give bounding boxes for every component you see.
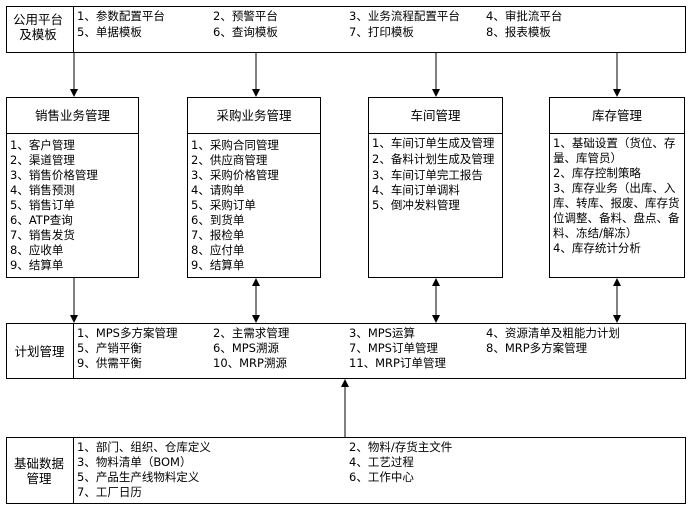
- list-item: 2、备料计划生成及管理: [372, 152, 495, 166]
- base-data-label: 基础数据管理: [13, 456, 64, 486]
- common-platform-label: 公用平台及模板: [12, 12, 63, 42]
- sales-module-divider: [6, 133, 139, 134]
- list-item: 3、销售价格管理: [10, 168, 98, 182]
- base-item-7: 7、工厂日历: [77, 485, 142, 499]
- base-data-divider: [73, 437, 74, 504]
- list-item: 1、客户管理: [10, 138, 75, 152]
- plan-item-11: 11、MRP订单管理: [349, 356, 446, 370]
- list-item: 3、采购价格管理: [191, 168, 279, 182]
- list-item: 3、车间订单完工报告: [372, 168, 483, 182]
- purchase-module-list: 1、采购合同管理 2、供应商管理 3、采购价格管理 4、请购单 5、采购订单 6…: [191, 138, 319, 273]
- workshop-module-divider: [368, 133, 503, 134]
- list-item: 9、结算单: [191, 258, 245, 272]
- common-item-4: 4、审批流平台: [486, 9, 563, 23]
- list-item: 2、库存控制策略: [553, 166, 641, 180]
- list-item: 4、销售预测: [10, 183, 75, 197]
- plan-item-1: 1、MPS多方案管理: [77, 326, 178, 340]
- workshop-module-title: 车间管理: [410, 108, 461, 123]
- common-item-3: 3、业务流程配置平台: [349, 9, 460, 23]
- plan-item-5: 5、产销平衡: [77, 341, 142, 355]
- base-item-3: 3、物料清单（BOM）: [77, 455, 192, 469]
- workshop-module-list: 1、车间订单生成及管理 2、备料计划生成及管理 3、车间订单完工报告 4、车间订…: [372, 136, 500, 213]
- list-item: 6、ATP查询: [10, 213, 73, 227]
- base-data-box: [6, 437, 686, 504]
- common-item-5: 5、单据模板: [77, 25, 142, 39]
- list-item: 1、采购合同管理: [191, 138, 279, 152]
- list-item: 4、车间订单调料: [372, 183, 460, 197]
- inventory-module-list: 1、基础设置（货位、存量、库管员） 2、库存控制策略 3、库存业务（出库、入库、…: [553, 136, 683, 256]
- list-item: 9、结算单: [10, 258, 64, 272]
- list-item: 2、渠道管理: [10, 153, 75, 167]
- inventory-module-divider: [549, 133, 685, 134]
- base-item-1: 1、部门、组织、仓库定义: [77, 440, 211, 454]
- common-item-6: 6、查询模板: [213, 25, 278, 39]
- list-item: 8、应付单: [191, 243, 245, 257]
- plan-item-6: 6、MPS溯源: [213, 341, 279, 355]
- common-item-7: 7、打印模板: [349, 25, 414, 39]
- list-item: 5、销售订单: [10, 198, 75, 212]
- plan-item-3: 3、MPS运算: [349, 326, 415, 340]
- list-item: 1、基础设置（货位、存量、库管员）: [553, 136, 676, 165]
- base-item-6: 6、工作中心: [349, 470, 414, 484]
- plan-divider: [73, 323, 74, 379]
- common-item-2: 2、预警平台: [213, 9, 278, 23]
- plan-item-9: 9、供需平衡: [77, 356, 142, 370]
- common-platform-divider: [73, 6, 74, 53]
- list-item: 5、采购订单: [191, 198, 256, 212]
- purchase-module-divider: [187, 133, 321, 134]
- base-item-2: 2、物料/存货主文件: [349, 440, 453, 454]
- list-item: 7、报检单: [191, 228, 245, 242]
- plan-item-2: 2、主需求管理: [213, 326, 290, 340]
- list-item: 5、倒冲发料管理: [372, 198, 460, 212]
- sales-module-list: 1、客户管理 2、渠道管理 3、销售价格管理 4、销售预测 5、销售订单 6、A…: [10, 138, 137, 273]
- workshop-module-box: [368, 97, 503, 278]
- list-item: 3、库存业务（出库、入库、转库、报废、库存货位调整、备料、盘点、备料、冻结/解冻…: [553, 181, 680, 240]
- list-item: 7、销售发货: [10, 228, 75, 242]
- purchase-module-title: 采购业务管理: [216, 108, 292, 123]
- base-item-4: 4、工艺过程: [349, 455, 414, 469]
- common-item-8: 8、报表模板: [486, 25, 551, 39]
- purchase-module-box: [187, 97, 321, 278]
- list-item: 4、库存统计分析: [553, 241, 641, 255]
- base-item-5: 5、产品生产线物料定义: [77, 470, 200, 484]
- list-item: 2、供应商管理: [191, 153, 268, 167]
- plan-item-10: 10、MRP溯源: [213, 356, 287, 370]
- inventory-module-box: [549, 97, 685, 278]
- common-platform-box: [6, 6, 686, 53]
- list-item: 1、车间订单生成及管理: [372, 136, 495, 150]
- plan-label: 计划管理: [14, 344, 65, 359]
- sales-module-box: [6, 97, 139, 278]
- inventory-module-title: 库存管理: [591, 108, 642, 123]
- list-item: 4、请购单: [191, 183, 245, 197]
- sales-module-title: 销售业务管理: [34, 108, 110, 123]
- plan-item-4: 4、资源清单及粗能力计划: [486, 326, 620, 340]
- list-item: 8、应收单: [10, 243, 64, 257]
- plan-item-8: 8、MRP多方案管理: [486, 341, 588, 355]
- plan-box: [6, 323, 686, 379]
- common-item-1: 1、参数配置平台: [77, 9, 165, 23]
- list-item: 6、到货单: [191, 213, 245, 227]
- plan-item-7: 7、MPS订单管理: [349, 341, 438, 355]
